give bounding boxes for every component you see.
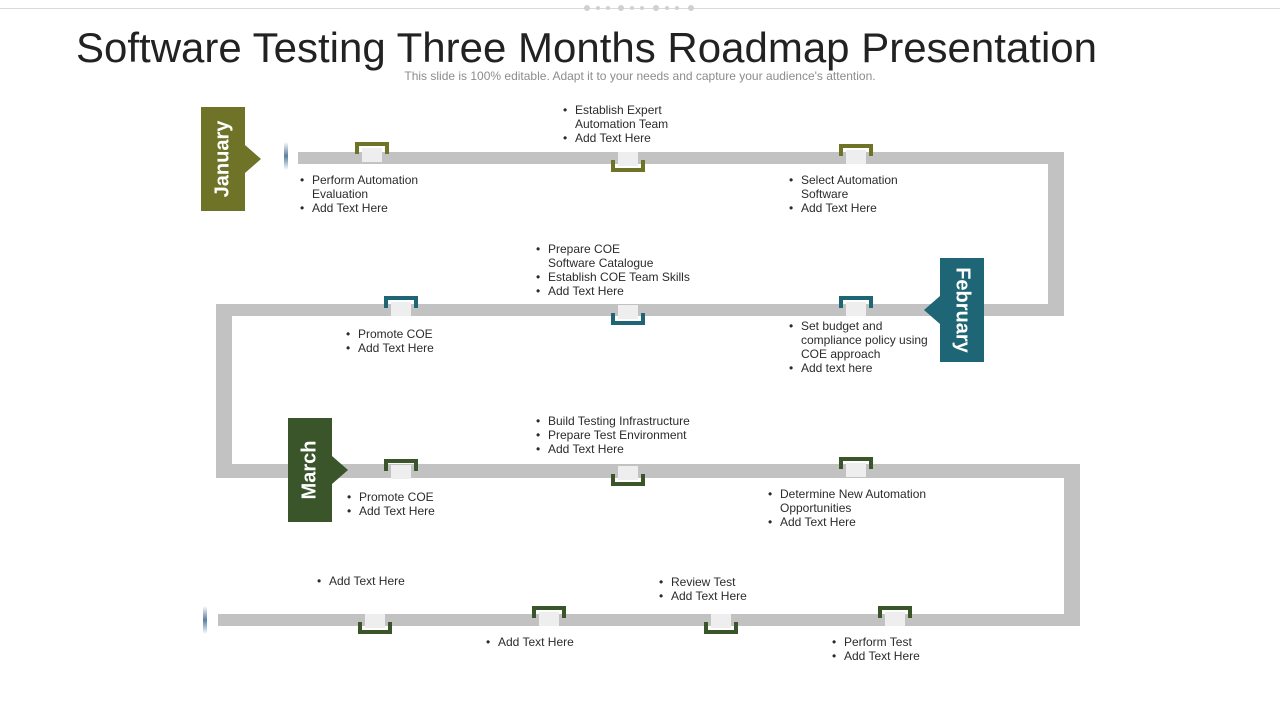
milestone-marker: [532, 606, 566, 626]
slide-title: Software Testing Three Months Roadmap Pr…: [76, 24, 1098, 71]
milestone-marker: [611, 466, 645, 486]
milestone-marker: [358, 614, 392, 634]
milestone-marker: [839, 144, 873, 164]
milestone-marker: [384, 296, 418, 316]
milestone-marker: [704, 614, 738, 634]
slide-subtitle: This slide is 100% editable. Adapt it to…: [404, 69, 876, 83]
milestone-text-feb-3: Promote COE Add Text Here: [344, 327, 434, 355]
milestone-text-final-3: Review Test Add Text Here: [657, 575, 747, 603]
milestone-text-final-4: Perform Test Add Text Here: [830, 635, 920, 663]
milestone-text-mar-1: Promote COE Add Text Here: [345, 490, 435, 518]
month-label-february: February: [924, 258, 984, 362]
milestone-marker: [839, 296, 873, 316]
milestone-marker: [611, 152, 645, 172]
month-label-january: January: [201, 107, 261, 211]
milestone-marker: [355, 142, 389, 162]
milestone-marker: [384, 459, 418, 479]
milestone-marker: [611, 305, 645, 325]
milestone-text-mar-2: Build Testing Infrastructure Prepare Tes…: [534, 414, 690, 456]
milestone-marker: [878, 606, 912, 626]
milestone-marker: [839, 457, 873, 477]
slide-nav-dots: [580, 3, 700, 13]
milestone-text-final-2: Add Text Here: [484, 635, 574, 649]
milestone-text-final-1: Add Text Here: [315, 574, 405, 588]
month-label-march: March: [288, 418, 348, 522]
